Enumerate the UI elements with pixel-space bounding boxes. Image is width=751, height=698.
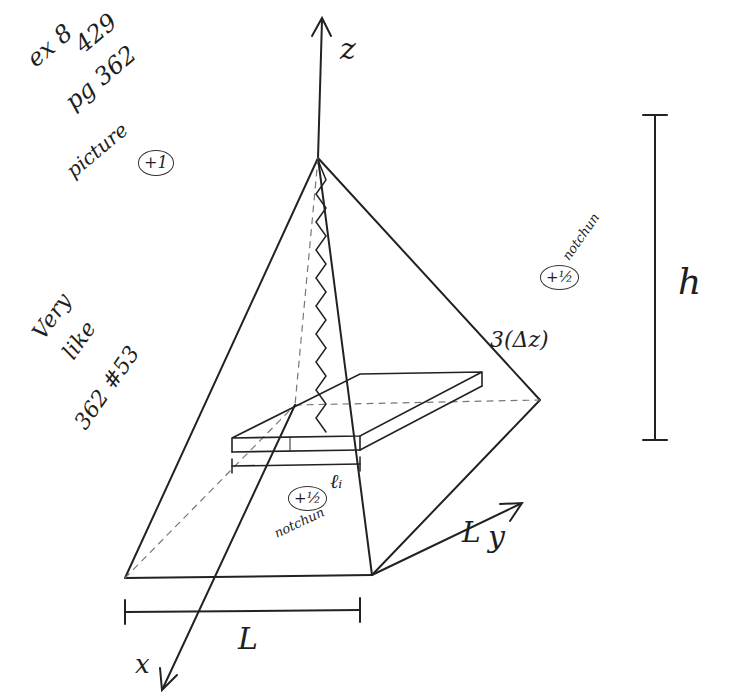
note-text: ex 8 <box>22 19 78 72</box>
note-text: pg 362 <box>60 41 141 115</box>
score-circle: +½ <box>540 265 579 290</box>
dimension-label: L <box>462 518 481 549</box>
axis-label: y <box>488 520 505 553</box>
dimension-label: h <box>678 262 701 302</box>
axis-label: x <box>135 650 150 679</box>
dimension-label: 3(Δz) <box>490 328 549 352</box>
note-text: picture <box>62 118 132 182</box>
note-text: like <box>58 317 101 364</box>
note-text: notchun <box>272 505 327 541</box>
note-text: notchun <box>560 211 603 263</box>
axis-label: z <box>340 32 356 65</box>
dimension-label: L <box>238 622 258 655</box>
score-circle: +1 <box>138 150 174 176</box>
dimension-label: ℓᵢ <box>330 470 342 492</box>
